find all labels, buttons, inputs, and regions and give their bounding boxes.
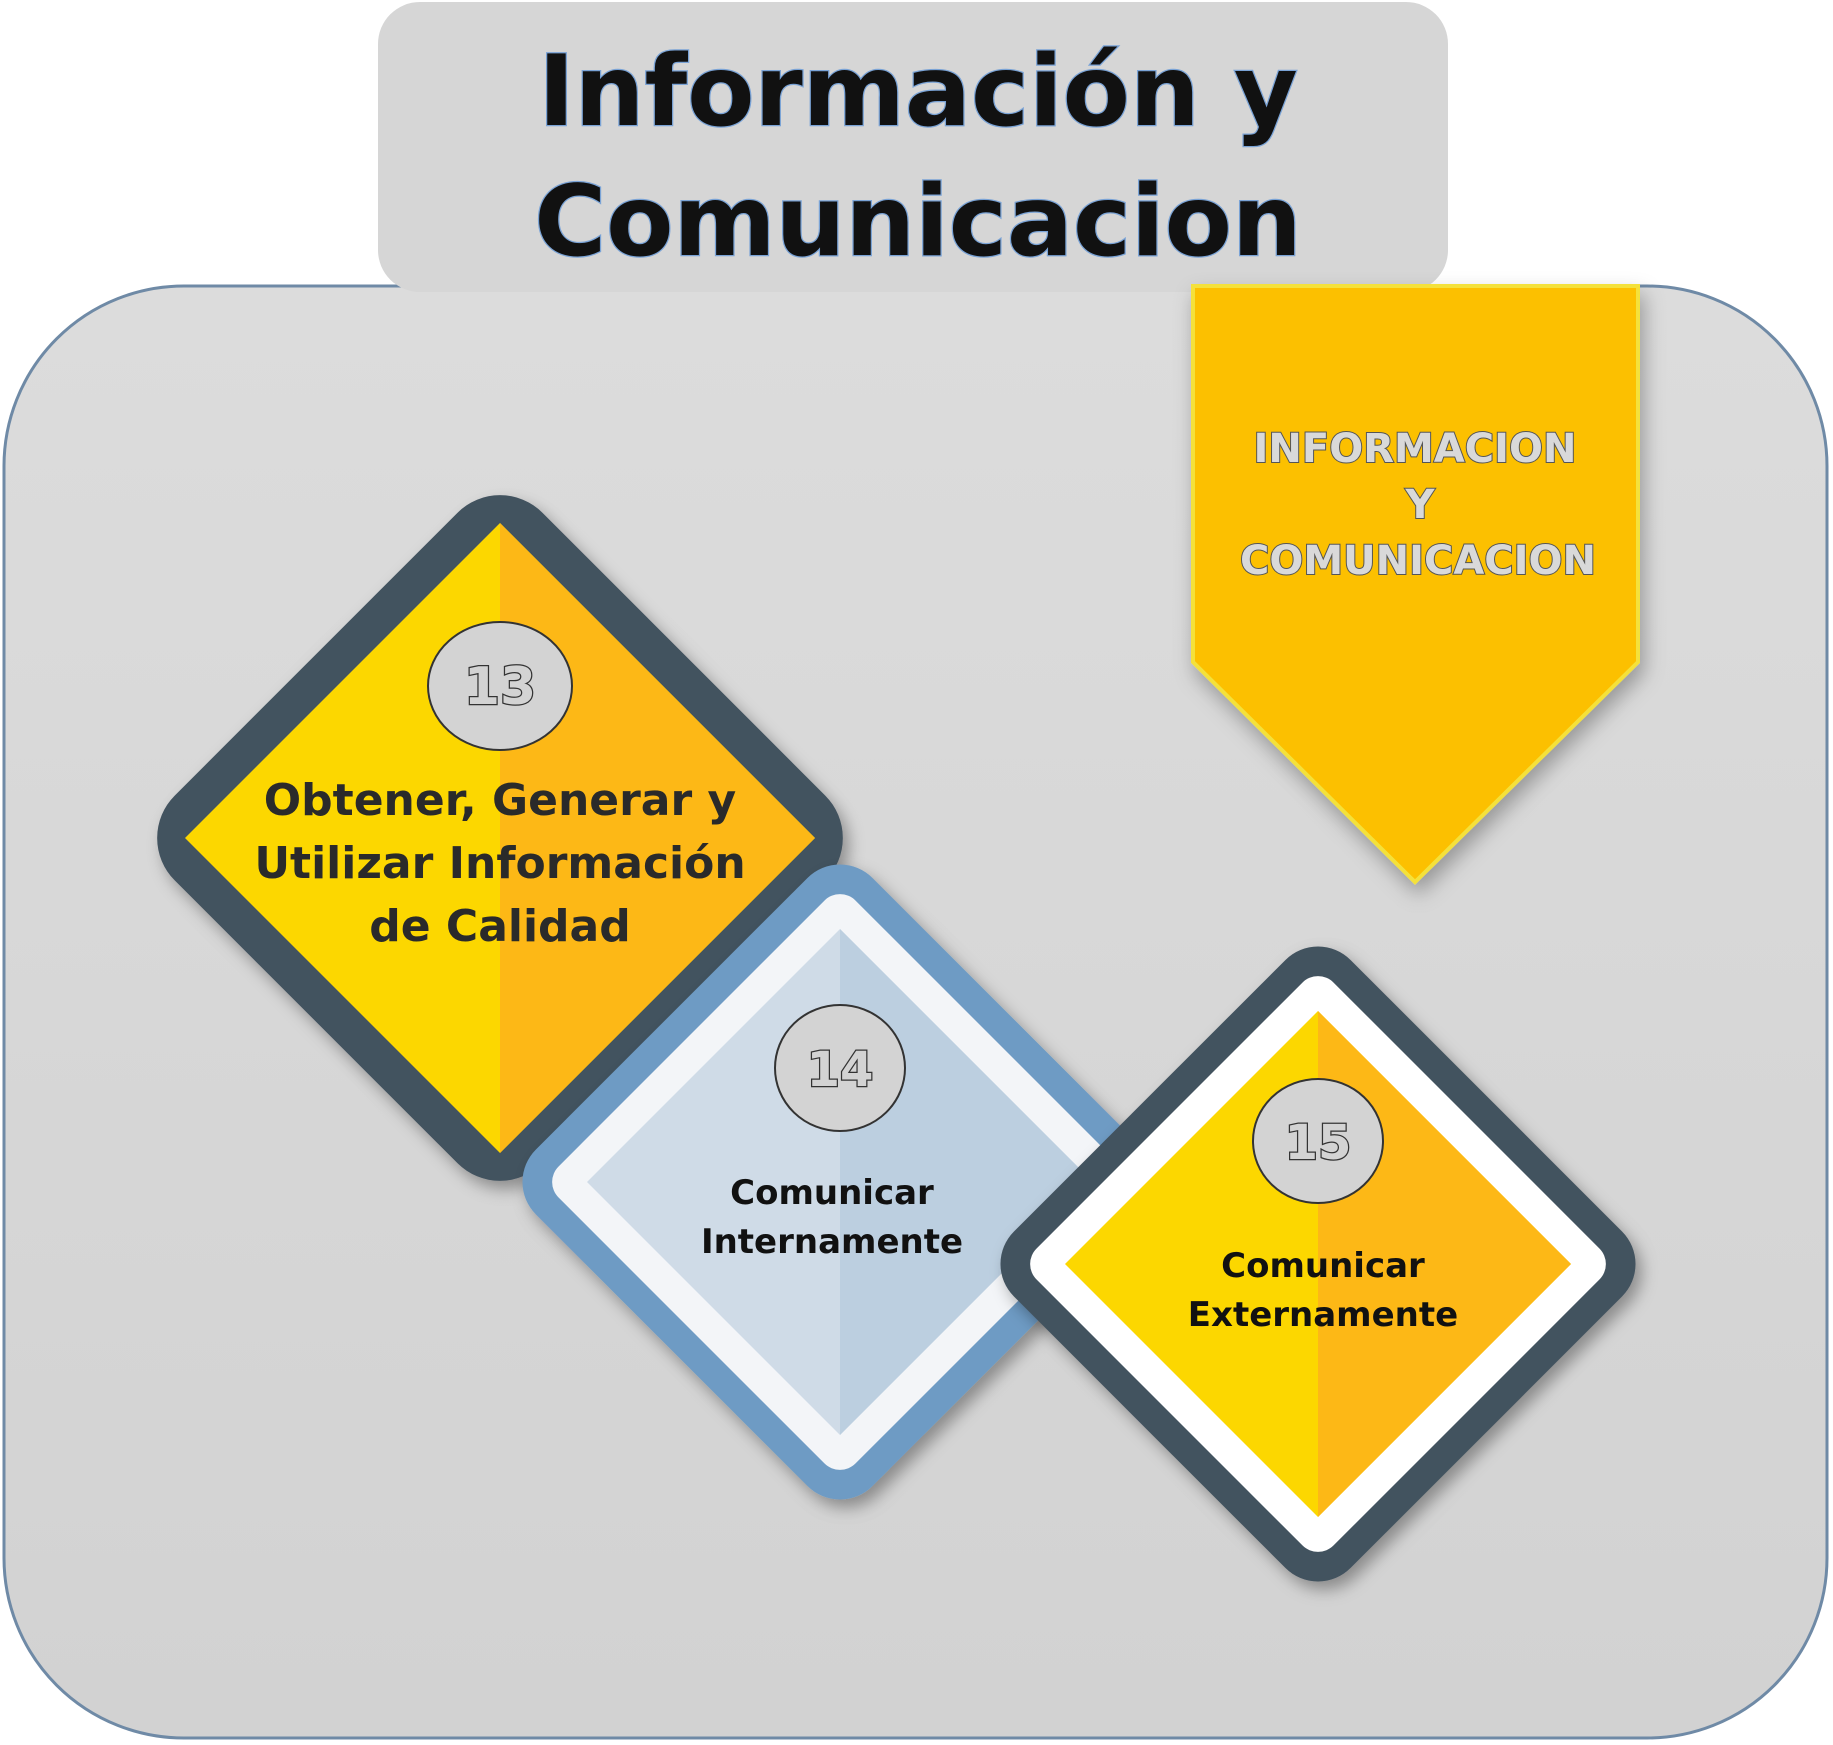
principle-13-label-line-2: Utilizar Información	[254, 838, 745, 889]
title-line-2: Comunicacion	[534, 165, 1302, 279]
principle-15-label: Comunicar Externamente	[1188, 1246, 1458, 1335]
principle-15-label-line-1: Comunicar	[1221, 1246, 1425, 1286]
principle-14-number: 14	[807, 1042, 874, 1098]
principle-15-label-line-2: Externamente	[1188, 1295, 1458, 1335]
principle-14-label: Comunicar Internamente	[701, 1173, 963, 1262]
principle-13-diamond	[157, 495, 843, 1181]
principle-13-label-line-1: Obtener, Generar y	[264, 775, 736, 826]
principle-15-diamond	[1000, 946, 1636, 1582]
title-tab	[378, 2, 1448, 292]
principle-14-label-line-2: Internamente	[701, 1222, 963, 1262]
banner-line-2: Y	[1405, 482, 1436, 528]
principle-15-number-badge: 15	[1252, 1078, 1384, 1204]
banner-line-3: COMUNICACION	[1240, 538, 1596, 584]
principle-15-number: 15	[1285, 1115, 1352, 1171]
page-title: Información y Comunicacion	[533, 34, 1303, 281]
principle-13-number: 13	[464, 657, 536, 717]
principle-14-diamond	[522, 864, 1158, 1500]
principle-13-label: Obtener, Generar y Utilizar Información …	[254, 775, 745, 952]
principle-14-number-badge: 14	[774, 1004, 906, 1132]
principle-13-label-line-3: de Calidad	[369, 901, 631, 952]
title-line-1: Información y	[538, 35, 1298, 149]
principle-13-number-badge: 13	[427, 621, 573, 751]
principle-14-label-line-1: Comunicar	[730, 1173, 934, 1213]
banner-line-1: INFORMACION	[1254, 426, 1577, 472]
information-communication-banner	[1191, 284, 1640, 885]
